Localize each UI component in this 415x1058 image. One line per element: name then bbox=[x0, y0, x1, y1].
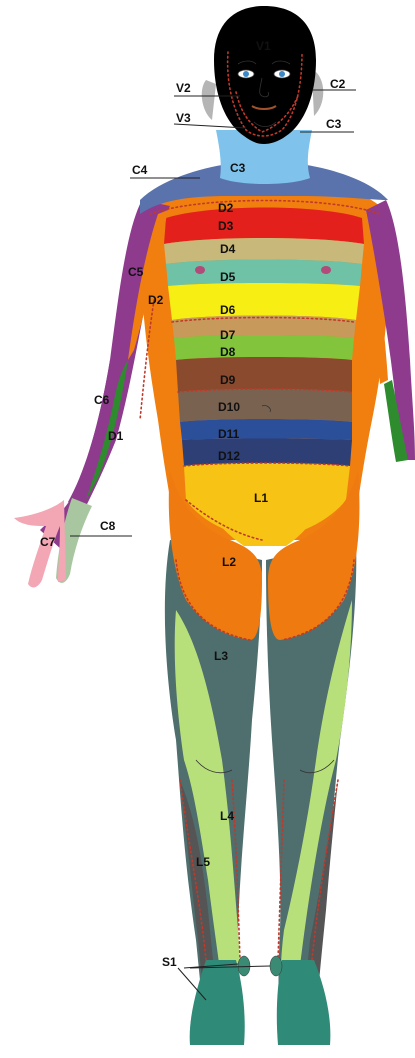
torso-D11 bbox=[180, 419, 352, 440]
label-D5: D5 bbox=[220, 270, 236, 284]
label-C5: C5 bbox=[128, 265, 144, 279]
label-V1: V1 bbox=[256, 39, 271, 53]
label-D1: D1 bbox=[108, 429, 124, 443]
label-C2: C2 bbox=[330, 77, 346, 91]
label-D10: D10 bbox=[218, 400, 240, 414]
label-S1: S1 bbox=[162, 955, 177, 969]
label-L4: L4 bbox=[220, 809, 234, 823]
label-L3: L3 bbox=[214, 649, 228, 663]
label-L2: L2 bbox=[222, 555, 236, 569]
label-D12: D12 bbox=[218, 449, 240, 463]
label-V2: V2 bbox=[176, 81, 191, 95]
label-D2-arm: D2 bbox=[148, 293, 164, 307]
torso-D8 bbox=[174, 335, 354, 360]
label-D8: D8 bbox=[220, 345, 236, 359]
label-C8: C8 bbox=[100, 519, 116, 533]
label-C7: C7 bbox=[40, 535, 56, 549]
label-D9: D9 bbox=[220, 373, 236, 387]
label-D4: D4 bbox=[220, 242, 236, 256]
label-L1: L1 bbox=[254, 491, 268, 505]
label-C4: C4 bbox=[132, 163, 148, 177]
torso-D9 bbox=[176, 357, 352, 392]
label-D6: D6 bbox=[220, 303, 236, 317]
label-C6: C6 bbox=[94, 393, 110, 407]
neck-C2-left bbox=[202, 80, 216, 120]
head-V1 bbox=[214, 6, 316, 144]
torso-D5 bbox=[166, 260, 362, 287]
foot-left-S1 bbox=[190, 960, 245, 1045]
label-C3-right: C3 bbox=[326, 117, 342, 131]
torso-D6 bbox=[168, 283, 360, 320]
label-C3-neck: C3 bbox=[230, 161, 246, 175]
label-D7: D7 bbox=[220, 328, 236, 342]
torso-D12 bbox=[182, 439, 352, 467]
label-L5: L5 bbox=[196, 855, 210, 869]
label-D2-chest: D2 bbox=[218, 201, 234, 215]
label-D3: D3 bbox=[218, 219, 234, 233]
foot-right-S1 bbox=[277, 960, 331, 1045]
label-D11: D11 bbox=[218, 427, 240, 441]
label-V3: V3 bbox=[176, 111, 191, 125]
